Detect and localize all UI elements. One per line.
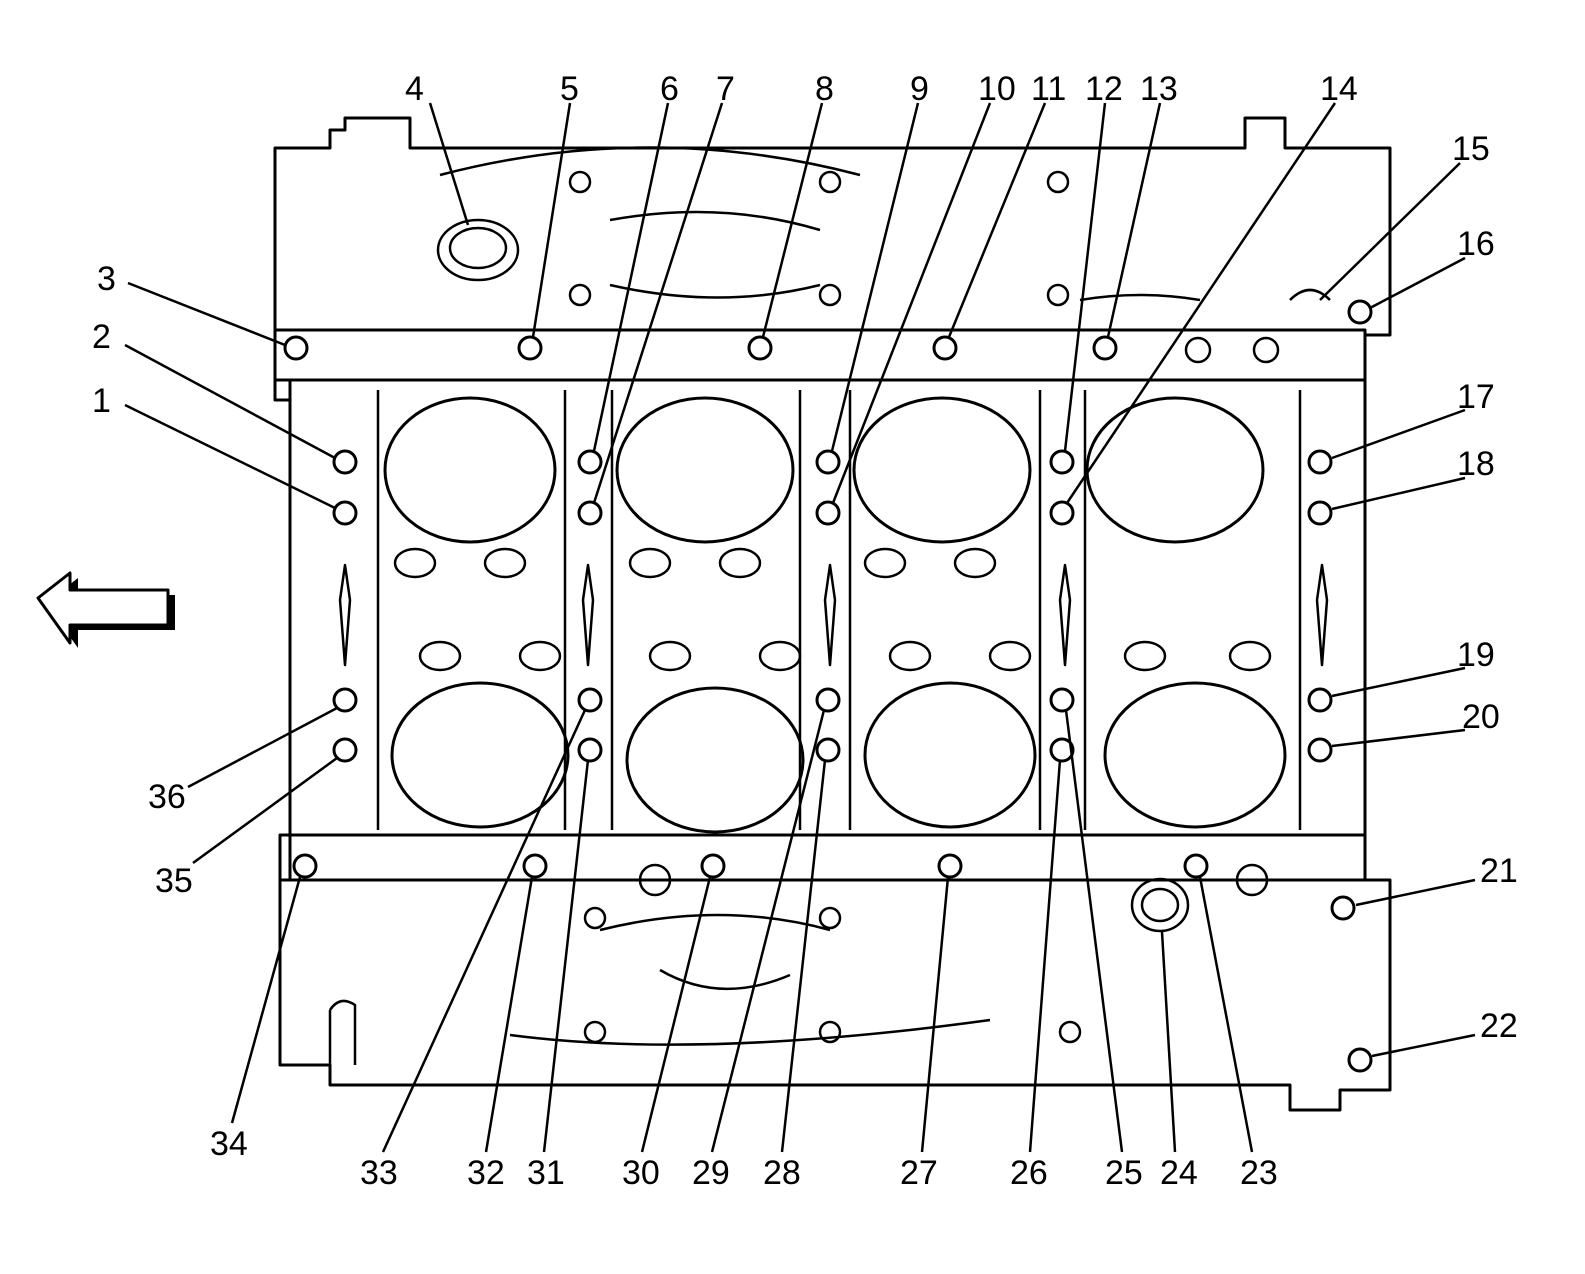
callout-24: 24 (1160, 1154, 1198, 1192)
callout-21: 21 (1480, 852, 1518, 890)
callout-12: 12 (1085, 70, 1123, 108)
callout-29: 29 (692, 1154, 730, 1192)
callout-25: 25 (1105, 1154, 1143, 1192)
cylinder-deck (288, 378, 1367, 837)
callout-26: 26 (1010, 1154, 1048, 1192)
callout-34: 34 (210, 1125, 248, 1163)
callout-33: 33 (360, 1154, 398, 1192)
upper-bearing-area (436, 146, 1331, 364)
upper-pan-rail (273, 328, 1367, 382)
bolt-holes (283, 299, 1373, 1073)
callout-27: 27 (900, 1154, 938, 1192)
callout-2: 2 (92, 318, 111, 356)
callout-23: 23 (1240, 1154, 1278, 1192)
callout-19: 19 (1457, 636, 1495, 674)
callout-5: 5 (560, 70, 579, 108)
callout-7: 7 (716, 70, 735, 108)
callout-28: 28 (763, 1154, 801, 1192)
front-arrow-icon (36, 571, 175, 648)
callout-11: 11 (1031, 70, 1066, 108)
callout-3: 3 (97, 260, 116, 298)
callout-31: 31 (527, 1154, 565, 1192)
lower-pan-rail (278, 833, 1367, 882)
callout-30: 30 (622, 1154, 660, 1192)
callout-20: 20 (1462, 698, 1500, 736)
callout-13: 13 (1140, 70, 1178, 108)
bank-dividers (376, 390, 1302, 830)
callout-14: 14 (1320, 70, 1358, 108)
callout-6: 6 (660, 70, 679, 108)
callout-22: 22 (1480, 1007, 1518, 1045)
callout-10: 10 (978, 70, 1016, 108)
upper-bores (383, 396, 1265, 544)
callout-1: 1 (92, 382, 111, 420)
callout-15: 15 (1452, 130, 1490, 168)
callout-labels: 1 2 3 4 5 6 7 8 9 10 11 12 13 14 15 16 1… (92, 70, 1518, 1192)
block-outline (273, 116, 1392, 1112)
callout-17: 17 (1457, 378, 1495, 416)
callout-4: 4 (405, 70, 424, 108)
coolant-ports (393, 547, 1272, 672)
callout-9: 9 (910, 70, 929, 108)
leader-lines (124, 102, 1476, 1153)
callout-36: 36 (148, 778, 186, 816)
lower-bores (390, 681, 1287, 834)
lower-bearing-area (328, 863, 1269, 1065)
valley-ribs (338, 563, 1329, 667)
callout-35: 35 (155, 862, 193, 900)
callout-32: 32 (467, 1154, 505, 1192)
callout-18: 18 (1457, 445, 1495, 483)
callout-8: 8 (815, 70, 834, 108)
callout-16: 16 (1457, 225, 1495, 263)
